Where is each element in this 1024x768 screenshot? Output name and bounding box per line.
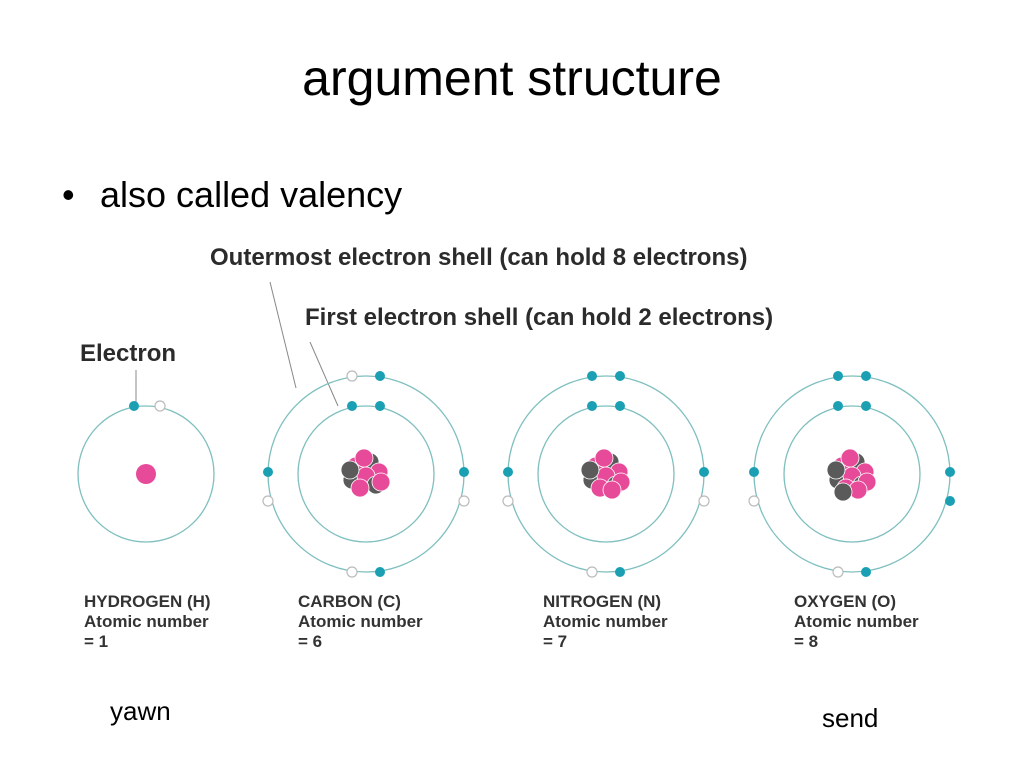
proton [350,478,370,498]
atom-number-label: Atomic number [84,612,209,631]
inner-shell [77,405,215,543]
empty-electron-slot [586,566,598,578]
electron [375,567,385,577]
electron [945,467,955,477]
inner-shell [537,405,675,543]
atom-number-label: Atomic number [543,612,668,631]
electron [615,567,625,577]
atom-label-carbon: CARBON (C) Atomic number = 6 [298,592,423,652]
electron [459,467,469,477]
footer-left-text: yawn [110,696,171,726]
electron [615,371,625,381]
atom-number-value: = 8 [794,632,819,651]
electron [833,401,843,411]
caption-first-shell: First electron shell (can hold 2 electro… [305,304,774,331]
electron [945,496,955,506]
empty-electron-slot [458,495,470,507]
electron [263,467,273,477]
electron [861,567,871,577]
neutron [340,460,360,480]
electron [375,371,385,381]
neutron [833,482,853,502]
atom-label-oxygen: OXYGEN (O) Atomic number = 8 [794,592,919,652]
atoms-svg [77,281,955,578]
electron [375,401,385,411]
bullet-text: also called valency [100,174,403,215]
electron [503,467,513,477]
electron [615,401,625,411]
electron [587,401,597,411]
pointer-line-outer [269,281,297,389]
empty-electron-slot [346,566,358,578]
proton [354,448,374,468]
atom-label-nitrogen: NITROGEN (N) Atomic number = 7 [543,592,668,652]
empty-electron-slot [748,495,760,507]
proton [594,448,614,468]
atom-number-label: Atomic number [298,612,423,631]
atom-number-value: = 6 [298,632,323,651]
atom-number-value: = 7 [543,632,568,651]
slide-title: argument structure [302,50,722,106]
atom-number-value: = 1 [84,632,109,651]
electron [699,467,709,477]
empty-electron-slot [154,400,166,412]
neutron [826,460,846,480]
proton [136,464,156,484]
electron [861,371,871,381]
inner-shell [783,405,921,543]
caption-electron: Electron [80,340,177,367]
empty-electron-slot [262,495,274,507]
empty-electron-slot [502,495,514,507]
electron [129,401,139,411]
neutron [580,460,600,480]
empty-electron-slot [832,566,844,578]
proton [840,448,860,468]
electron [587,371,597,381]
atom-name: HYDROGEN (H) [84,592,211,611]
atom-diagram: Outermost electron shell (can hold 8 ele… [0,230,1024,670]
electron [347,401,357,411]
footer-right-text: send [822,703,879,733]
electron [749,467,759,477]
atom-label-hydrogen: HYDROGEN (H) Atomic number = 1 [84,592,211,652]
proton [371,472,391,492]
caption-outer-shell: Outermost electron shell (can hold 8 ele… [210,244,748,271]
inner-shell [297,405,435,543]
proton [602,480,622,500]
atom-name: CARBON (C) [298,592,401,611]
empty-electron-slot [698,495,710,507]
atom-number-label: Atomic number [794,612,919,631]
atom-name: NITROGEN (N) [543,592,662,611]
empty-electron-slot [346,370,358,382]
bullet-marker: • [62,174,75,215]
pointer-line-first [309,341,339,407]
electron [833,371,843,381]
atom-name: OXYGEN (O) [794,592,897,611]
electron [861,401,871,411]
bullet-item: • also called valency [62,174,402,216]
